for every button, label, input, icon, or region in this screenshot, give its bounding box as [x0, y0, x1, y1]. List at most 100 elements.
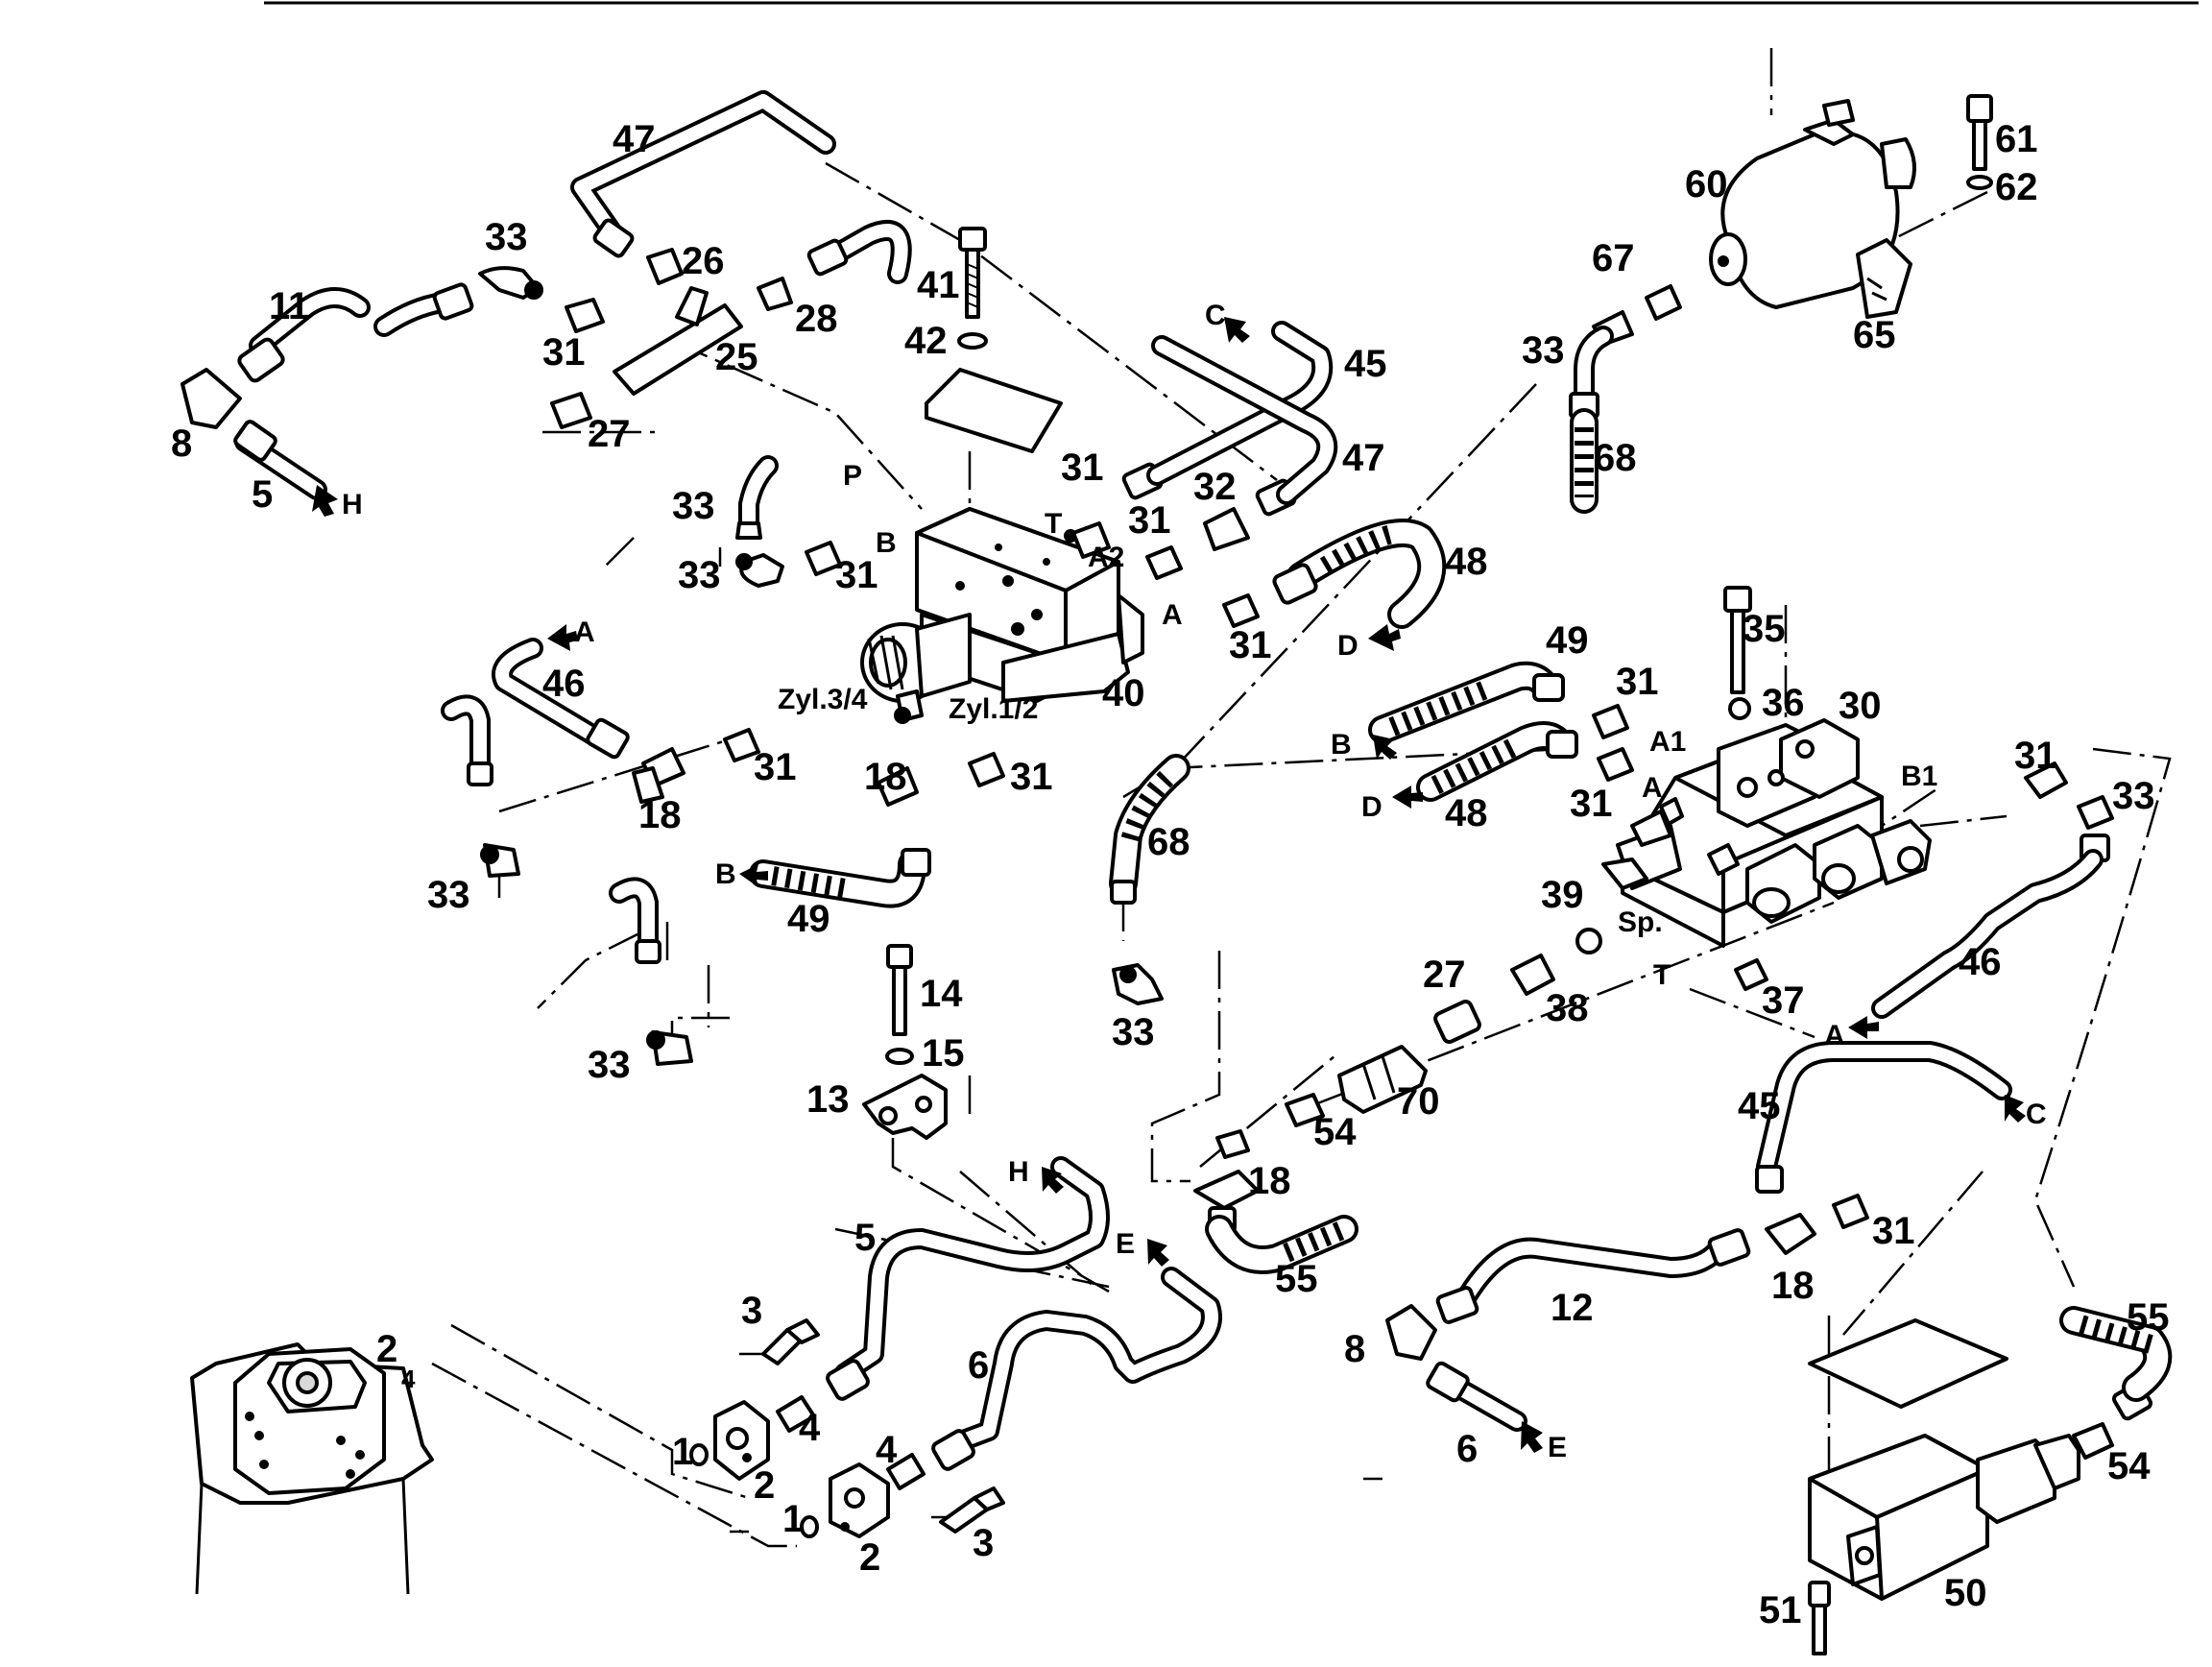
hose-68-right: [1569, 326, 1614, 514]
port-label: T: [1653, 959, 1671, 991]
callout: 31: [542, 331, 586, 374]
bolt-35: [1723, 586, 1752, 694]
callout: 32: [1193, 466, 1237, 508]
solenoid-coil: [860, 613, 972, 724]
tee-18-a-b: [632, 766, 664, 804]
nipple-38: [1510, 954, 1555, 996]
nipple-67: [1645, 284, 1682, 321]
port-label: Zyl.1/2: [949, 693, 1038, 725]
callout: 18: [638, 794, 682, 836]
washer-42: [957, 332, 988, 350]
connector-label: D: [1361, 791, 1382, 823]
tube-28: [825, 220, 912, 284]
callout: 2: [754, 1464, 775, 1507]
nipple-54-right: [2072, 1422, 2114, 1460]
callout: 54: [2107, 1445, 2151, 1487]
arrow-icon: [1147, 1239, 1169, 1267]
o-ring-1-lower: [800, 1515, 819, 1538]
tube-45-right: [1756, 1041, 2012, 1177]
elbow-33-right: [2077, 795, 2114, 830]
nut-48-right: [1546, 730, 1578, 759]
port-label: A: [1642, 772, 1663, 804]
flange-2-upper: [713, 1400, 770, 1481]
callout: 30: [1839, 685, 1882, 727]
tee-18-c: [1193, 1170, 1260, 1210]
tube-33-lower: [609, 877, 693, 1066]
connector-label: E: [1548, 1432, 1567, 1463]
tube-47-upper: [570, 90, 836, 246]
port-label: B1: [1901, 761, 1937, 792]
nipple-31-c: [1071, 521, 1111, 559]
callout: 50: [1944, 1572, 1987, 1614]
callout: 36: [1762, 682, 1805, 724]
tube-46-left: [492, 638, 611, 750]
nipple-31-h: [1592, 704, 1629, 739]
elbow-33-mid: [735, 455, 784, 588]
callout: 55: [1275, 1258, 1318, 1300]
connector-label: B: [715, 858, 736, 890]
arrow-icon: [1368, 624, 1401, 651]
callout: 25: [715, 336, 758, 378]
callout: 4: [401, 1365, 416, 1393]
callout: 31: [754, 746, 797, 788]
cover-plate: [1808, 1318, 2008, 1409]
connector-label: C: [2026, 1099, 2047, 1130]
callout: 45: [1738, 1085, 1781, 1127]
nut-68: [1110, 880, 1137, 905]
washer-62: [1966, 175, 1993, 190]
callout: 26: [682, 240, 725, 282]
nut-5: [233, 420, 277, 462]
callout: 68: [1147, 821, 1190, 863]
callout: 62: [1995, 166, 2038, 208]
callout: 47: [613, 118, 656, 160]
nipple-31-j: [2024, 761, 2068, 799]
callout: 13: [806, 1078, 850, 1121]
callout: 28: [795, 298, 838, 340]
screw-3-lower: [939, 1486, 1005, 1534]
arrow-icon: [1373, 735, 1397, 760]
callout: 4: [876, 1429, 898, 1471]
tube-46-right: [1871, 849, 2104, 1019]
valve-block-30: [1601, 718, 1884, 948]
callout: 8: [1344, 1328, 1365, 1370]
callout: 27: [588, 413, 631, 455]
arrow-icon: [1392, 785, 1423, 809]
callout: 4: [799, 1407, 821, 1449]
arrow-icon: [739, 864, 768, 887]
callout: 31: [1010, 756, 1053, 798]
callout: 33: [427, 874, 470, 916]
callout: 18: [1771, 1265, 1815, 1307]
nut-12-right: [1707, 1228, 1751, 1267]
arrow-icon: [1521, 1421, 1543, 1453]
bracket-plate: [925, 368, 1063, 453]
nut-49: [901, 848, 931, 877]
nut-27-centre: [1433, 1000, 1481, 1044]
callout: 33: [678, 554, 721, 596]
callout: 49: [787, 898, 830, 940]
callout: 31: [1616, 661, 1659, 703]
nipple-31-k: [1832, 1194, 1869, 1229]
tube-5-lower: [834, 1156, 1110, 1384]
callout: 18: [1248, 1160, 1291, 1202]
nipple-32: [1203, 507, 1250, 551]
port-label: Zyl.3/4: [778, 684, 868, 715]
nut-47: [592, 218, 635, 258]
port-label: B: [876, 527, 897, 559]
callout: 39: [1541, 874, 1584, 916]
callout: 31: [1061, 447, 1104, 489]
nipple-31-i: [1597, 747, 1634, 782]
hose-49-right: [1368, 661, 1560, 744]
callout: 48: [1445, 792, 1488, 834]
nipple-4-lower: [886, 1453, 926, 1490]
connector-label: B: [1331, 729, 1352, 761]
tee-25: [613, 303, 743, 396]
callout: 45: [1344, 343, 1387, 385]
bolt-14: [886, 944, 913, 1036]
hose-55-right: [2059, 1306, 2173, 1402]
connector-label: E: [1116, 1228, 1135, 1260]
nipple-31-b: [805, 541, 842, 576]
callout: 67: [1592, 237, 1635, 279]
nut-11: [237, 337, 285, 383]
nut-28: [806, 238, 849, 277]
